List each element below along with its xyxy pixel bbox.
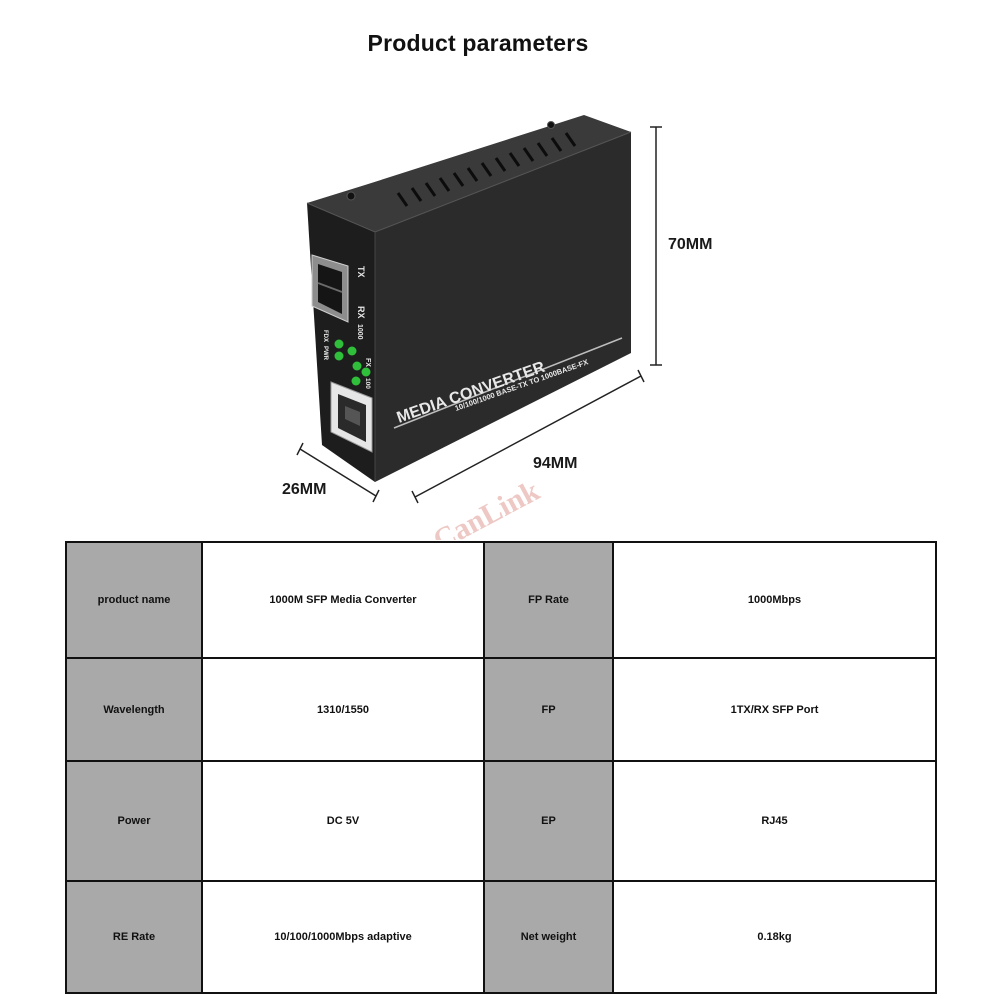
- spec-table: product name 1000M SFP Media Converter F…: [65, 541, 937, 994]
- fx-label: FX: [364, 358, 371, 367]
- dimension-lines: [296, 126, 662, 504]
- sfp-port: [311, 254, 349, 323]
- rj45-port: [330, 381, 373, 453]
- length-dimension: 94MM: [533, 455, 578, 472]
- media-converter-device: [306, 115, 632, 482]
- speed-1000-label: 1000: [356, 324, 363, 340]
- spec-key: product name: [65, 541, 203, 659]
- spec-value: 1000M SFP Media Converter: [201, 541, 485, 659]
- spec-value: 1000Mbps: [612, 541, 937, 659]
- spec-key: EP: [483, 760, 614, 882]
- page-title: Product parameters: [367, 30, 589, 56]
- table-row: product name 1000M SFP Media Converter F…: [65, 541, 937, 659]
- rx-port-label: RX: [356, 306, 366, 319]
- product-illustration: MEDIA CONVERTER 10/100/1000 BASE-TX TO 1…: [282, 115, 713, 557]
- spec-value: 0.18kg: [612, 880, 937, 994]
- status-leds: [334, 339, 371, 386]
- table-row: RE Rate 10/100/1000Mbps adaptive Net wei…: [65, 880, 937, 994]
- spec-value: 10/100/1000Mbps adaptive: [201, 880, 485, 994]
- spec-key: FP Rate: [483, 541, 614, 659]
- media-converter-image: MEDIA CONVERTER 10/100/1000 BASE-TX TO 1…: [296, 115, 662, 557]
- fdx-label: FDX: [322, 330, 328, 342]
- spec-key: Power: [65, 760, 203, 882]
- watermark-logo: CanLink: [428, 474, 545, 540]
- spec-key: Net weight: [483, 880, 614, 994]
- width-dimension: 26MM: [282, 481, 327, 498]
- table-row: Wavelength 1310/1550 FP 1TX/RX SFP Port: [65, 657, 937, 762]
- spec-key: RE Rate: [65, 880, 203, 994]
- link-100-label: 100: [364, 378, 371, 389]
- height-dimension: 70MM: [668, 236, 713, 253]
- spec-value: DC 5V: [201, 760, 485, 882]
- pwr-label: PWR: [322, 346, 328, 361]
- vent-slots: [396, 132, 577, 207]
- tx-port-label: TX: [356, 266, 366, 278]
- spec-key: FP: [483, 657, 614, 762]
- table-row: Power DC 5V EP RJ45: [65, 760, 937, 882]
- spec-value: RJ45: [612, 760, 937, 882]
- spec-key: Wavelength: [65, 657, 203, 762]
- spec-value: 1310/1550: [201, 657, 485, 762]
- spec-value: 1TX/RX SFP Port: [612, 657, 937, 762]
